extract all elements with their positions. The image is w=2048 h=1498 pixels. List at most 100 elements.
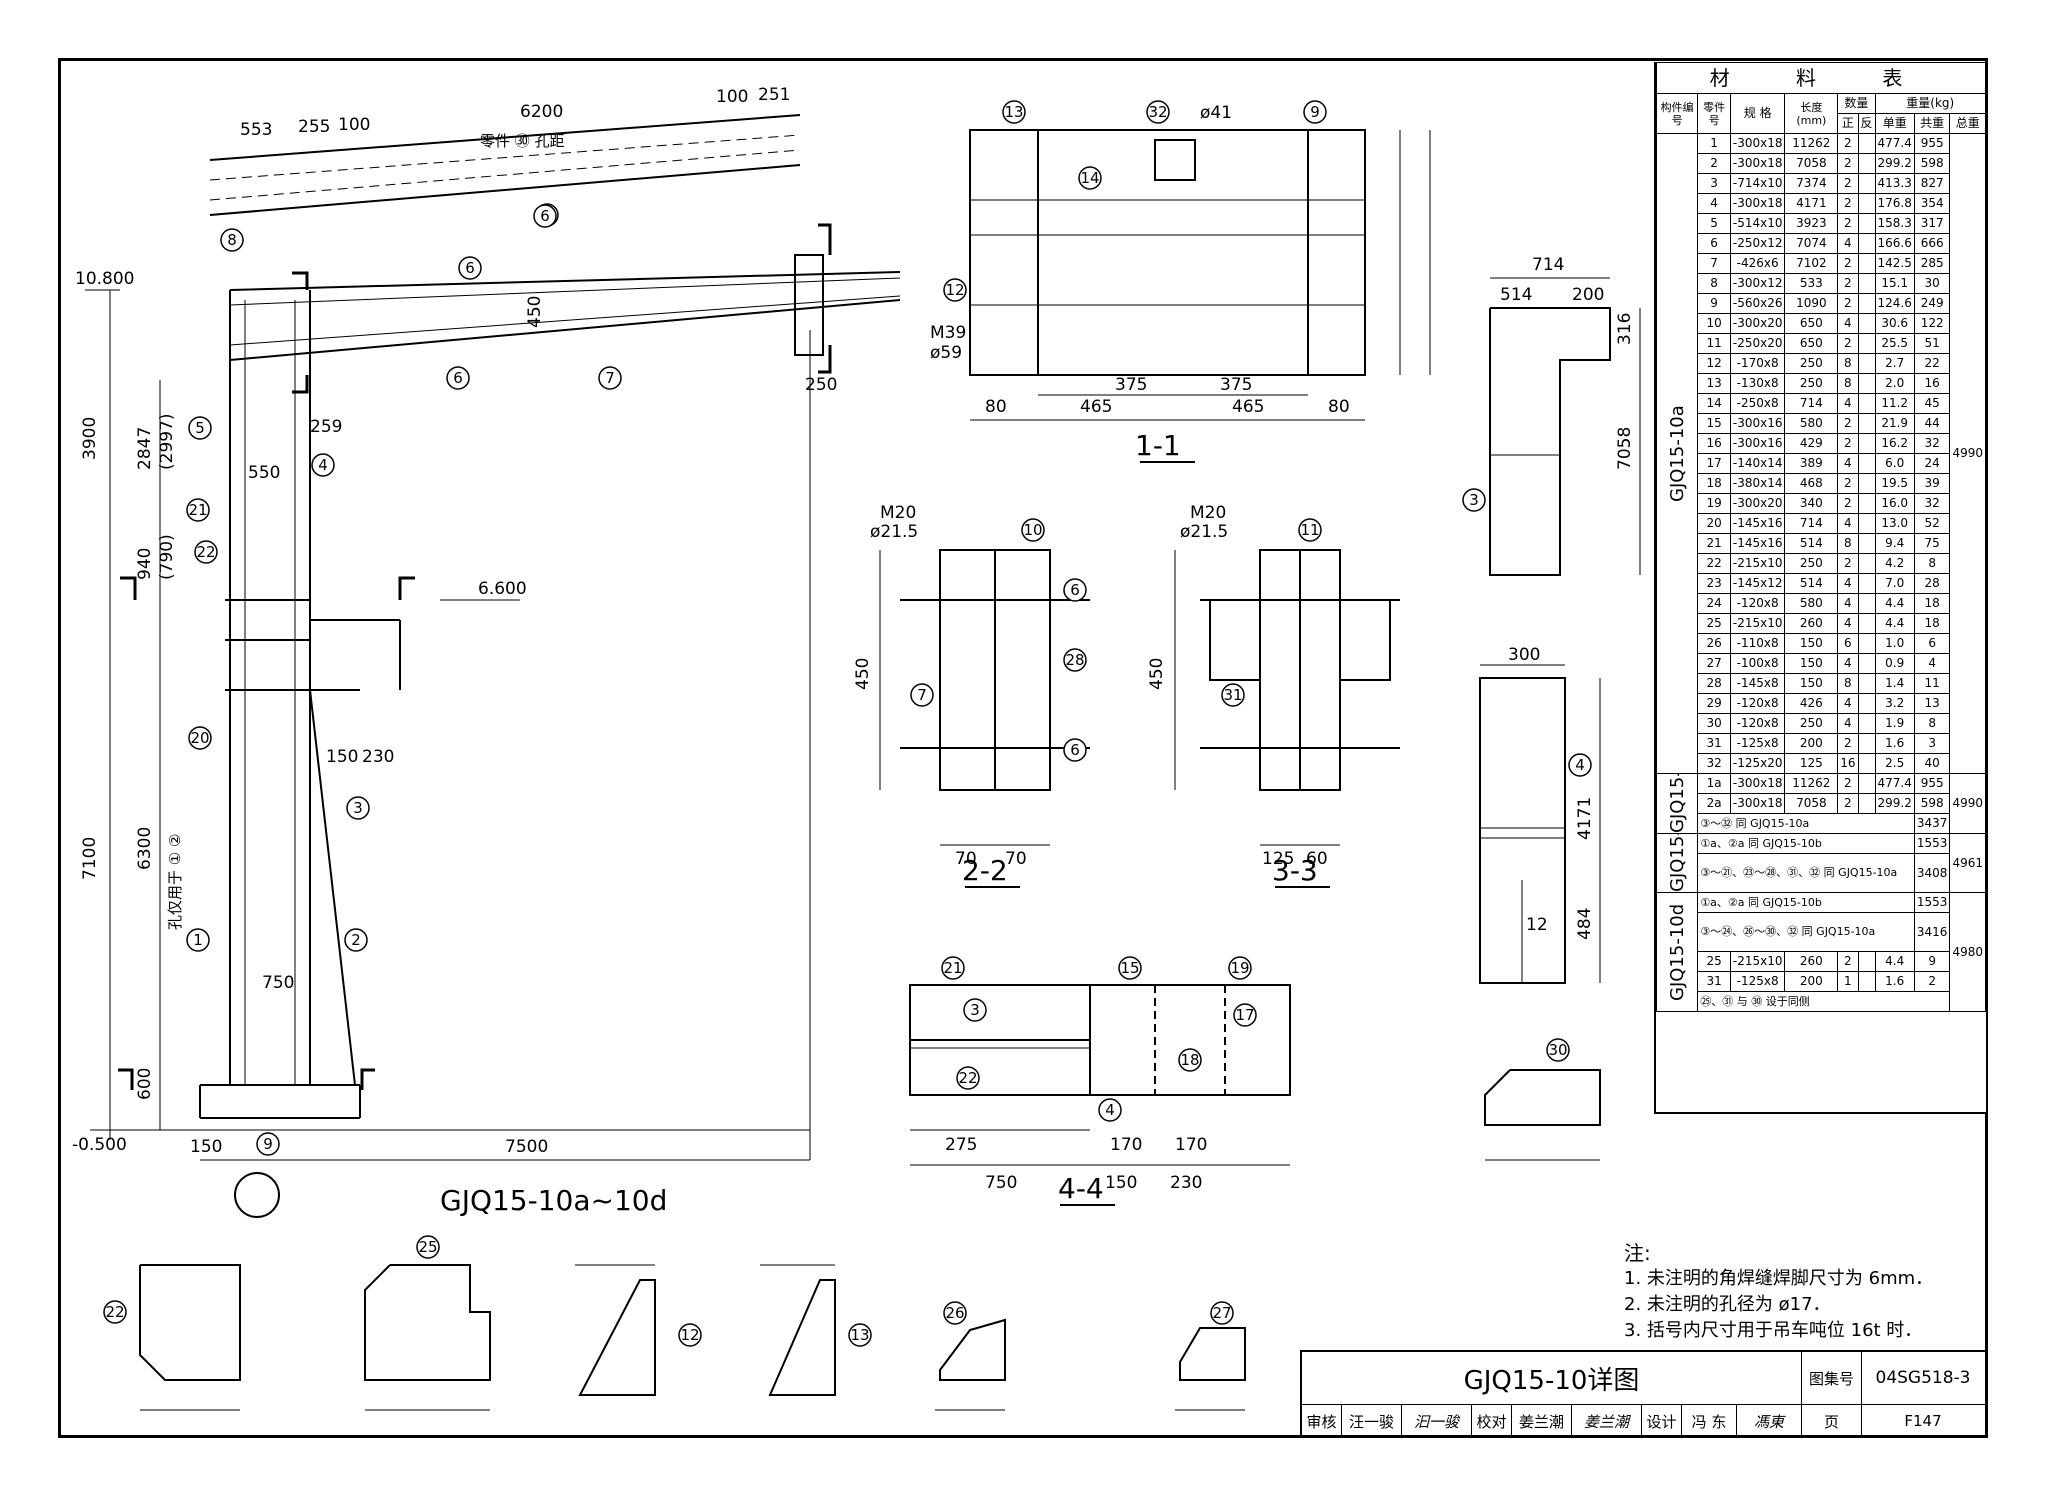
length: 7058 (1784, 153, 1839, 174)
qty-neg (1857, 773, 1876, 794)
hdr-spec: 规 格 (1729, 93, 1786, 134)
part-no: 4 (1697, 193, 1731, 214)
designer: 冯 东 (1682, 1405, 1737, 1437)
dimension-labels: 10.800 6.600 -0.500 553 255 100 6200 100… (72, 85, 1635, 1193)
group-note-sum: 3408 (1913, 853, 1951, 893)
svg-text:17: 17 (1235, 1006, 1254, 1024)
unit-weight: 166.6 (1874, 233, 1915, 254)
length: 1090 (1784, 293, 1839, 314)
part-no: 13 (1697, 373, 1731, 394)
material-row: ㉕、㉛ 与 ㉚ 设于同侧 (1657, 991, 1986, 1012)
hdr-member: 构件编号 (1655, 93, 1699, 134)
qty-pos: 2 (1837, 951, 1859, 972)
part-no: 32 (1697, 753, 1731, 774)
spec: -140x14 (1729, 453, 1786, 474)
qty-neg (1857, 213, 1876, 234)
qty-pos: 2 (1837, 773, 1859, 794)
s11-dim-465b: 465 (1232, 397, 1264, 417)
qty-neg (1857, 253, 1876, 274)
dim-940: 940 (135, 548, 155, 580)
bolt-d215a: ø21.5 (870, 522, 918, 542)
s33-dim-125b: 60 (1306, 849, 1328, 869)
unit-weight: 2.5 (1874, 753, 1915, 774)
sum-weight: 285 (1913, 253, 1951, 274)
sum-weight: 22 (1913, 353, 1951, 374)
qty-neg (1857, 971, 1876, 992)
spec: -110x8 (1729, 633, 1786, 654)
spec: -120x8 (1729, 713, 1786, 734)
dim-100b: 100 (716, 87, 748, 107)
spec: -300x20 (1729, 313, 1786, 334)
sum-weight: 32 (1913, 433, 1951, 454)
dim-2997: (2997) (157, 413, 177, 470)
svg-text:19: 19 (1230, 959, 1249, 977)
svg-text:6: 6 (1070, 581, 1080, 599)
dim-550: 550 (248, 463, 280, 483)
qty-neg (1857, 793, 1876, 814)
qty-pos: 2 (1837, 173, 1859, 194)
checker: 姜兰潮 (1512, 1405, 1572, 1437)
part-no: 31 (1697, 733, 1731, 754)
plate-detail-13 (760, 1264, 836, 1396)
checker-signature: 姜兰潮 (1572, 1405, 1642, 1437)
unit-weight: 9.4 (1874, 533, 1915, 554)
unit-weight: 1.6 (1874, 733, 1915, 754)
qty-neg (1857, 433, 1876, 454)
qty-pos: 2 (1837, 133, 1859, 154)
svg-text:25: 25 (418, 1238, 437, 1256)
sum-weight: 6 (1913, 633, 1951, 654)
dim-7500: 7500 (505, 1137, 548, 1157)
dim-6300: 6300 (135, 827, 155, 870)
qty-pos: 4 (1837, 693, 1859, 714)
length: 260 (1784, 613, 1839, 634)
plate-detail-22 (139, 1264, 241, 1411)
length: 429 (1784, 433, 1839, 454)
sum-weight: 9 (1913, 951, 1951, 972)
qty-neg (1857, 753, 1876, 774)
hdr-total: 总重 (1949, 113, 1986, 134)
plate-detail-26 (935, 1318, 1006, 1411)
check-label: 校对 (1472, 1405, 1512, 1437)
qty-neg (1857, 613, 1876, 634)
length: 7074 (1784, 233, 1839, 254)
s44-dim-275: 275 (945, 1135, 977, 1155)
part-no: 15 (1697, 413, 1731, 434)
qty-pos: 2 (1837, 433, 1859, 454)
sum-weight: 39 (1913, 473, 1951, 494)
length: 150 (1784, 653, 1839, 674)
sum-weight: 317 (1913, 213, 1951, 234)
group-note-sum: 3437 (1913, 813, 1951, 834)
page-label: 页 (1802, 1405, 1862, 1437)
spec: -714x10 (1729, 173, 1786, 194)
s44-dim-170b: 170 (1175, 1135, 1207, 1155)
part-no: 29 (1697, 693, 1731, 714)
designer-signature: 馮東 (1737, 1405, 1802, 1437)
group-note: ㉕、㉛ 与 ㉚ 设于同侧 (1697, 991, 1951, 1012)
unit-weight: 413.3 (1874, 173, 1915, 194)
qty-neg (1857, 313, 1876, 334)
svg-text:2: 2 (351, 931, 361, 949)
spec: -300x16 (1729, 413, 1786, 434)
atlas-label: 图集号 (1802, 1352, 1862, 1404)
part-no: 7 (1697, 253, 1731, 274)
unit-weight: 21.9 (1874, 413, 1915, 434)
svg-text:10: 10 (1023, 521, 1042, 539)
part-no: 12 (1697, 353, 1731, 374)
part-no: 16 (1697, 433, 1731, 454)
length: 714 (1784, 393, 1839, 414)
spec: -300x18 (1729, 773, 1786, 794)
sum-weight: 18 (1913, 593, 1951, 614)
bolt-m20a: M20 (880, 503, 916, 523)
length: 260 (1784, 951, 1839, 972)
qty-pos: 2 (1837, 273, 1859, 294)
s22-dim-450: 450 (853, 658, 873, 690)
